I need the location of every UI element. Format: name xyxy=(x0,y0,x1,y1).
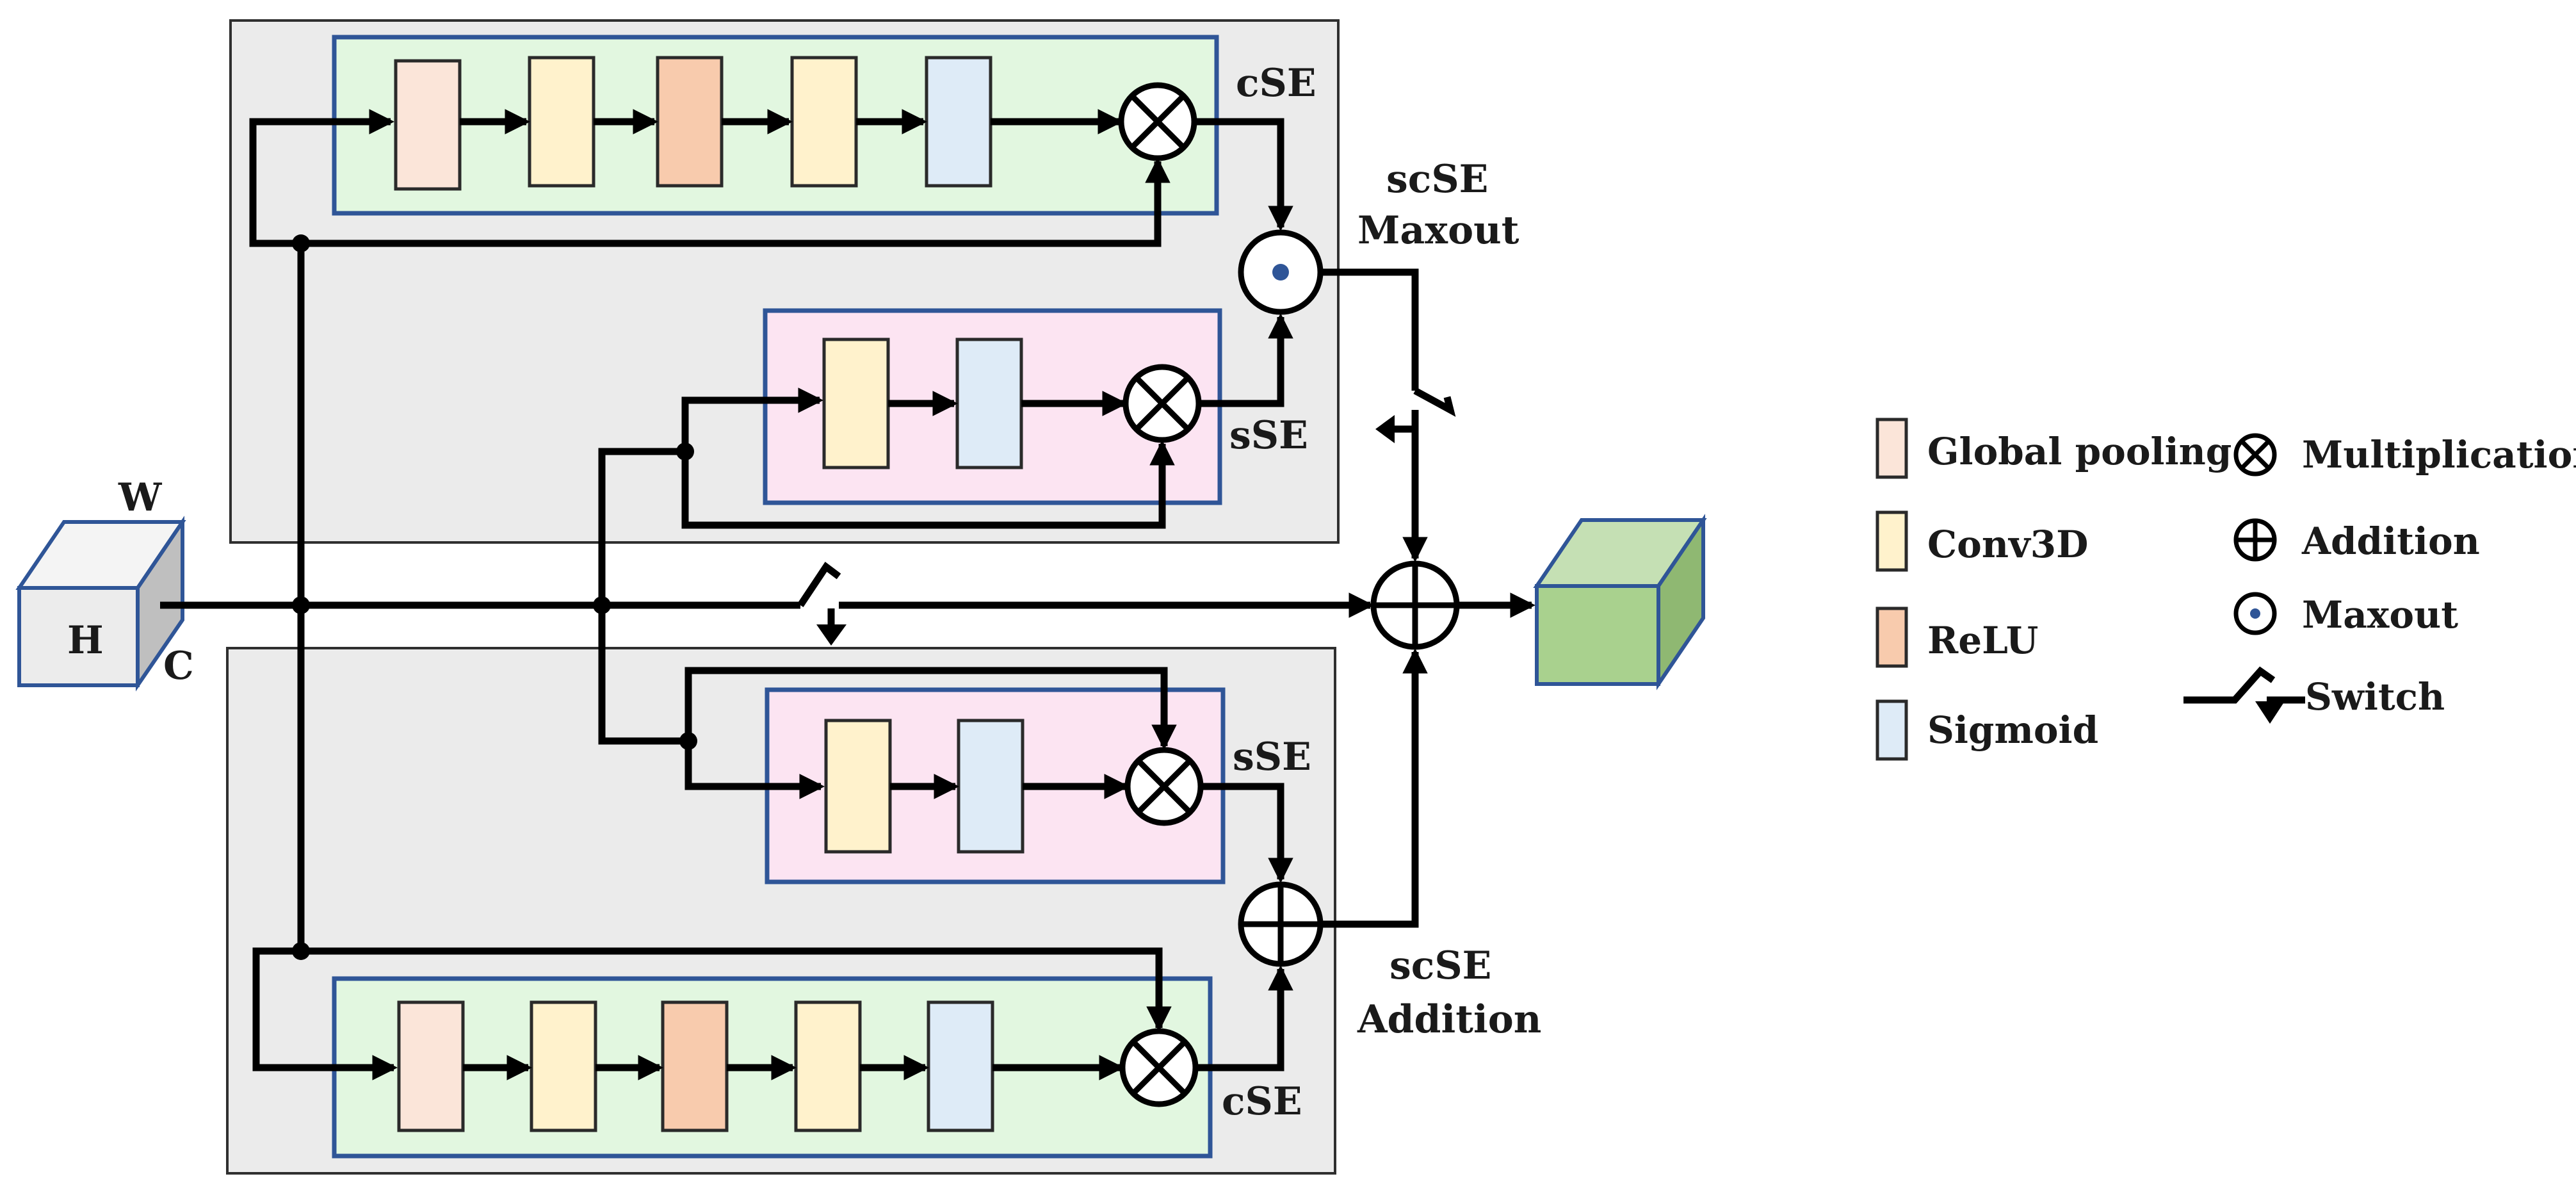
bottom-cse-sigmoid-block xyxy=(927,1000,994,1132)
bottom-sse-multiply-operator xyxy=(1124,747,1204,826)
legend-conv3d-label: Conv3D xyxy=(1927,523,2088,566)
scse-addition-label-line1: scSE xyxy=(1389,943,1491,988)
bottom-sse-label: sSE xyxy=(1233,735,1311,779)
bottom-cse-relu-block xyxy=(661,1000,729,1132)
legend-relu-label: ReLU xyxy=(1927,619,2038,662)
top-cse-conv3d-block-1 xyxy=(528,56,595,188)
top-cse-relu-block xyxy=(656,56,724,188)
scse-maxout-label-line2: Maxout xyxy=(1357,208,1519,253)
bottom-cse-multiply-operator xyxy=(1119,1028,1199,1107)
output-feature-cube xyxy=(1533,514,1707,690)
top-sse-sigmoid-block xyxy=(955,338,1023,469)
legend-multiplication-label: Multiplication xyxy=(2302,433,2576,476)
legend-maxout-label: Maxout xyxy=(2302,593,2458,637)
scse-maxout-label-line1: scSE xyxy=(1386,157,1488,202)
main-addition-operator xyxy=(1370,560,1460,650)
top-sse-conv3d-block xyxy=(822,338,890,469)
bottom-addition-operator xyxy=(1238,881,1324,967)
top-cse-multiply-operator xyxy=(1118,82,1197,161)
top-cse-conv3d-block-2 xyxy=(790,56,858,188)
bottom-cse-global-pooling-block xyxy=(397,1000,465,1132)
bottom-cse-conv3d-block-2 xyxy=(794,1000,862,1132)
legend-global-pooling-swatch xyxy=(1875,418,1908,479)
top-cse-global-pooling-block xyxy=(394,59,462,191)
main-path-switch-icon xyxy=(797,562,847,646)
top-cse-label: cSE xyxy=(1236,61,1316,106)
legend-sigmoid-label: Sigmoid xyxy=(1927,708,2098,752)
legend-relu-swatch xyxy=(1875,607,1908,668)
legend-addition-label: Addition xyxy=(2301,519,2480,563)
legend-global-pooling-label: Global pooling xyxy=(1927,430,2232,473)
input-cube-w-label: W xyxy=(118,475,163,520)
legend-conv3d-swatch xyxy=(1875,510,1908,572)
legend-maxout-icon xyxy=(2233,592,2277,635)
input-cube-h-label: H xyxy=(67,618,104,663)
top-cse-sigmoid-block xyxy=(925,56,992,188)
input-cube-c-label: C xyxy=(163,644,194,688)
legend-addition-icon xyxy=(2233,518,2277,562)
bottom-sse-conv3d-block xyxy=(824,719,892,854)
legend-switch-icon xyxy=(2183,666,2305,724)
bottom-cse-label: cSE xyxy=(1222,1079,1302,1124)
scse-addition-label-line2: Addition xyxy=(1357,997,1541,1042)
top-sse-label: sSE xyxy=(1229,413,1308,458)
bottom-cse-conv3d-block-1 xyxy=(530,1000,597,1132)
top-maxout-operator xyxy=(1238,229,1324,315)
bottom-sse-sigmoid-block xyxy=(957,719,1025,854)
legend-sigmoid-swatch xyxy=(1875,699,1908,761)
top-path-switch-icon xyxy=(1375,387,1456,443)
legend-multiplication-icon xyxy=(2233,433,2277,476)
top-sse-multiply-operator xyxy=(1122,364,1202,443)
legend-switch-label: Switch xyxy=(2305,675,2445,719)
